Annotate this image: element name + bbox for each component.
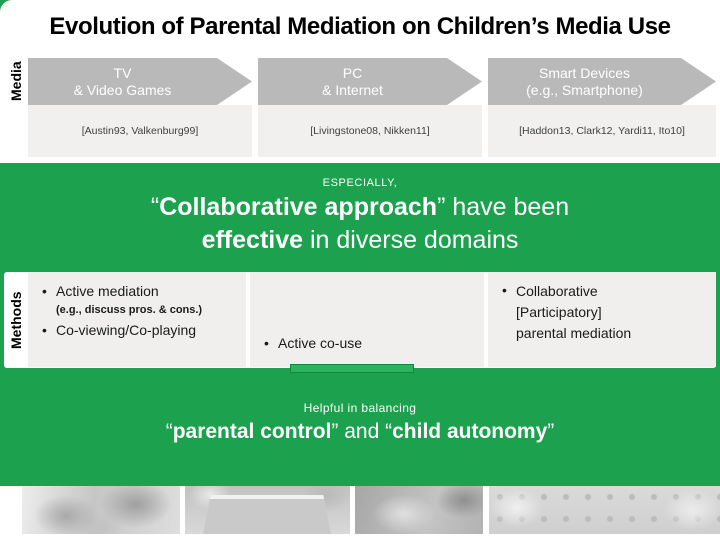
method-item-line1: Collaborative bbox=[516, 283, 598, 299]
family-with-pillows-photo bbox=[489, 486, 720, 534]
family-on-couch-photo bbox=[22, 486, 180, 534]
method-item-line2: [Participatory] bbox=[516, 304, 602, 320]
footer-band: Helpful in balancing “parental control” … bbox=[0, 368, 720, 486]
methods-box-early: • Active mediation (e.g., discuss pros. … bbox=[28, 272, 246, 367]
bullet-icon: • bbox=[264, 335, 269, 351]
quote-bold-2: child autonomy bbox=[392, 420, 548, 443]
citation-pc: [Livingstone08, Nikken11] bbox=[258, 105, 482, 157]
method-item: Active mediation bbox=[56, 283, 159, 299]
bullet-icon: • bbox=[502, 282, 507, 298]
laptop-lid-shape bbox=[203, 495, 331, 534]
quote-open: “ bbox=[150, 193, 160, 221]
footer-kicker: Helpful in balancing bbox=[303, 401, 417, 415]
green-accent-shape bbox=[290, 364, 414, 373]
citation-tv: [Austin93, Valkenburg99] bbox=[28, 105, 252, 157]
quote-close: ” bbox=[547, 420, 555, 443]
quote-rest-2: in diverse domains bbox=[303, 226, 519, 254]
parent-child-laptop-photo bbox=[185, 486, 350, 534]
methods-row-label: Methods bbox=[8, 291, 24, 349]
quote-bold-1: parental control bbox=[172, 420, 332, 443]
bullet-icon: • bbox=[42, 322, 47, 338]
methods-box-collaborative: • Collaborative [Participatory] parental… bbox=[488, 272, 716, 367]
media-stage-arrow-tv: TV & Video Games bbox=[28, 58, 252, 105]
slide-title: Evolution of Parental Mediation on Child… bbox=[49, 13, 671, 40]
media-row-label: Media bbox=[8, 61, 24, 101]
media-stage-arrow-pc: PC & Internet bbox=[258, 58, 482, 105]
quote-bold-2: effective bbox=[201, 226, 304, 254]
quote-mid: ” and “ bbox=[331, 420, 393, 443]
method-item-line3: parental mediation bbox=[516, 325, 632, 341]
citation-smart-devices: [Haddon13, Clark12, Yardi11, Ito10] bbox=[488, 105, 716, 157]
quote-bold-1: Collaborative approach bbox=[159, 193, 438, 221]
child-hugging-pillow-photo bbox=[355, 486, 483, 534]
header-section: Evolution of Parental Mediation on Child… bbox=[0, 0, 720, 163]
media-stage-arrow-smart-devices: Smart Devices (e.g., Smartphone) bbox=[488, 58, 716, 105]
highlight-band: ESPECIALLY, “Collaborative approach” hav… bbox=[0, 163, 720, 272]
arrow-label-line2: & Video Games bbox=[73, 81, 172, 98]
arrow-label-line2: & Internet bbox=[322, 81, 383, 98]
method-item: Active co-use bbox=[278, 335, 363, 351]
arrow-label-line1: Smart Devices bbox=[538, 64, 631, 81]
highlight-quote: “Collaborative approach” have been effec… bbox=[0, 191, 720, 257]
bullet-icon: • bbox=[42, 283, 47, 299]
method-subnote: (e.g., discuss pros. & cons.) bbox=[56, 304, 203, 316]
arrow-label-line1: TV bbox=[113, 64, 132, 81]
footer-quote: “parental control” and “child autonomy” bbox=[0, 418, 720, 446]
highlight-kicker: ESPECIALLY, bbox=[322, 177, 398, 189]
method-item: Co-viewing/Co-playing bbox=[56, 322, 197, 338]
quote-rest-1: ” have been bbox=[437, 193, 570, 221]
quote-open: “ bbox=[165, 420, 173, 443]
arrow-label-line1: PC bbox=[342, 64, 363, 81]
arrow-label-line2: (e.g., Smartphone) bbox=[526, 81, 643, 98]
methods-box-middle: • Active co-use bbox=[250, 272, 484, 367]
